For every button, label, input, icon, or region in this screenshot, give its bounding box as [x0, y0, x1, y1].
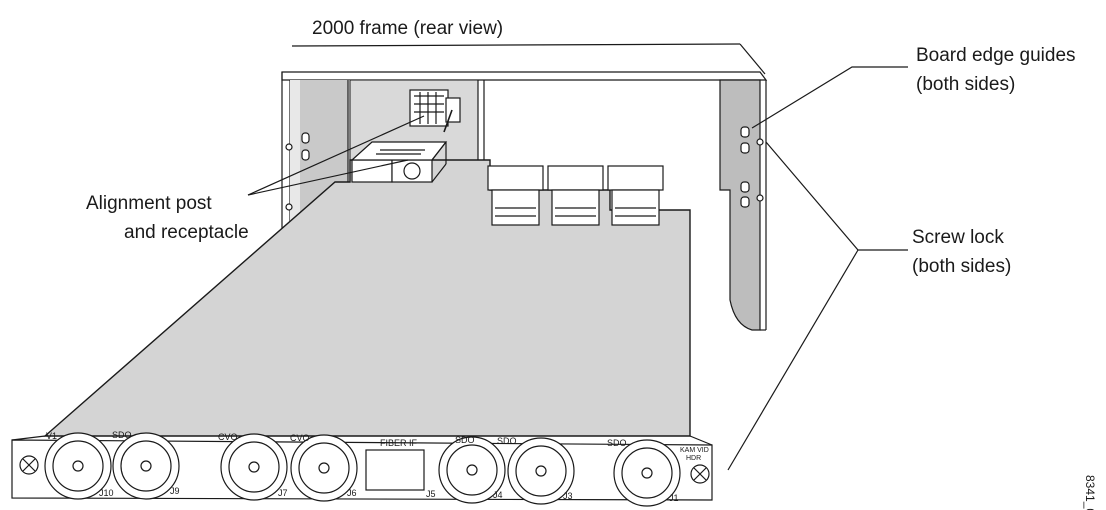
label-sdo-b: SDO: [455, 435, 475, 445]
label-j3: J3: [563, 491, 573, 501]
label-j10: J10: [99, 488, 114, 498]
frame-top-edge: [291, 43, 741, 47]
figure-id: 8341_06: [1083, 475, 1097, 510]
leader-screw-lock-top: [765, 141, 908, 251]
left-screw: [19, 455, 39, 475]
label-j7: J7: [278, 488, 288, 498]
bnc-j4: [438, 436, 506, 504]
label-sdo-c: SDO: [497, 436, 517, 446]
bnc-j1: [613, 439, 681, 507]
alignment-post: [443, 109, 453, 133]
fiber-if-port: [365, 449, 425, 491]
callout-screw-lock-line2: (both sides): [912, 256, 1011, 277]
callout-board-edge-guides-line2: (both sides): [916, 74, 1015, 95]
label-sdo-a: SDO: [112, 430, 132, 440]
label-cvo-a: CVO: [218, 432, 238, 442]
label-v1: V1: [46, 431, 57, 441]
callout-board-edge-guides-line1: Board edge guides: [916, 45, 1076, 66]
leader-board-edge-guides: [751, 66, 908, 129]
leader-alignment-post: [247, 115, 425, 196]
bnc-j3: [507, 437, 575, 505]
bnc-j9: [112, 432, 180, 500]
label-cvo-b: CVO: [290, 433, 310, 443]
callout-alignment-post-line2: and receptacle: [124, 222, 249, 243]
label-j6: J6: [347, 488, 357, 498]
board-connector-2: [547, 165, 604, 226]
board-connector-3: [607, 165, 664, 226]
alignment-receptacle: [350, 141, 448, 183]
label-fiber-if: FIBER IF: [380, 438, 418, 448]
frame-top-corner: [739, 43, 766, 75]
figure-title: 2000 frame (rear view): [312, 18, 503, 39]
leader-screw-lock-bottom: [727, 249, 859, 471]
callout-screw-lock-line1: Screw lock: [912, 227, 1004, 248]
board-connector-1: [487, 165, 544, 226]
leader-receptacle: [247, 159, 409, 196]
label-sdo-d: SDO: [607, 438, 627, 448]
label-j5: J5: [426, 489, 436, 499]
right-screw: [690, 464, 710, 484]
callout-alignment-post-line1: Alignment post: [86, 193, 212, 214]
label-j9: J9: [170, 486, 180, 496]
board-edge-guide-slots: [740, 126, 764, 208]
bnc-j7: [220, 433, 288, 501]
label-kam-vid: KAM VID: [680, 447, 709, 454]
label-j1: J1: [669, 493, 679, 503]
label-hdr: HDR: [686, 455, 701, 462]
label-j4: J4: [493, 490, 503, 500]
bnc-j10: [44, 432, 112, 500]
bnc-j6: [290, 434, 358, 502]
